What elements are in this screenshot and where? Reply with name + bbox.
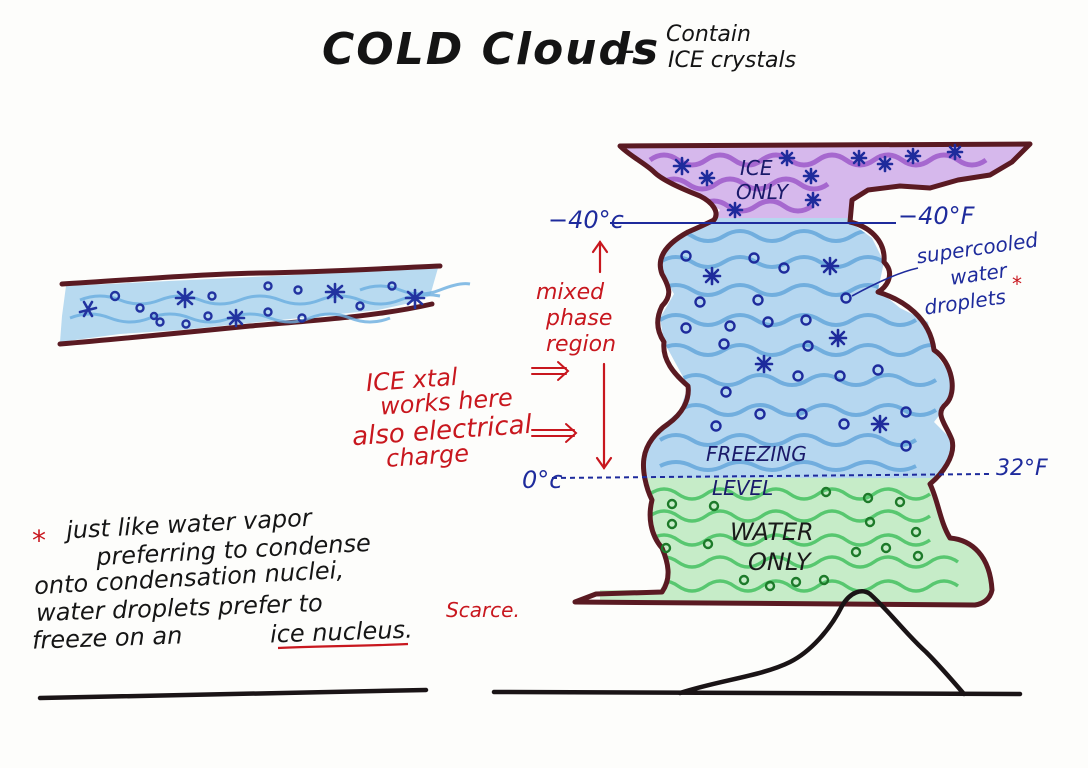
ice-only-label-line2: ONLY	[736, 180, 789, 204]
ground-and-mountain	[37, 589, 1023, 701]
page-title: COLD Clouds	[322, 24, 661, 75]
mixed-phase-label-line1: mixed	[536, 280, 605, 305]
ice-crystals-top	[672, 143, 964, 219]
footnote-scarce: Scarce.	[446, 598, 520, 622]
mixed-zone-droplets	[680, 250, 912, 452]
freezing-level-label-line1: FREEZING	[706, 442, 807, 466]
mixed-phase-label-line2: phase	[546, 306, 613, 331]
temperature-lines	[551, 222, 991, 479]
mixed-phase-arrow	[591, 240, 613, 470]
annotation-line4: charge	[385, 439, 470, 473]
mixed-zone-ice-crystals	[702, 256, 890, 434]
water-only-label-line2: ONLY	[748, 548, 811, 576]
mixed-phase-label-line3: region	[546, 332, 617, 357]
supercooled-star: *	[1012, 272, 1022, 296]
minus40f-label: −40°F	[898, 202, 975, 230]
footnote-star: *	[32, 524, 46, 557]
footnote-line5a: freeze on an	[31, 621, 183, 655]
footnote-ice-nucleus: ice nucleus.	[269, 615, 414, 649]
supercooled-pointer	[851, 267, 919, 297]
water-zone-droplets	[660, 486, 924, 592]
plus32f-label: 32°F	[996, 456, 1048, 481]
ice-nucleus-underline	[277, 642, 409, 650]
title-dash: –	[618, 30, 635, 70]
title-subtitle-line1: Contain	[666, 22, 751, 47]
water-only-label-line1: WATER	[730, 518, 814, 546]
cumulonimbus-outline	[572, 141, 1033, 608]
annotation-arrows	[531, 361, 578, 443]
stratus-cloud	[57, 263, 471, 347]
stratus-droplets	[109, 281, 397, 329]
zero-c-label: 0°c	[522, 466, 563, 494]
stratus-ice-crystals	[78, 282, 426, 328]
ice-only-label-line1: ICE	[740, 156, 773, 180]
freezing-level-label-line2: LEVEL	[712, 476, 774, 500]
minus40c-label: −40°c	[548, 206, 624, 234]
title-subtitle-line2: ICE crystals	[668, 48, 797, 73]
